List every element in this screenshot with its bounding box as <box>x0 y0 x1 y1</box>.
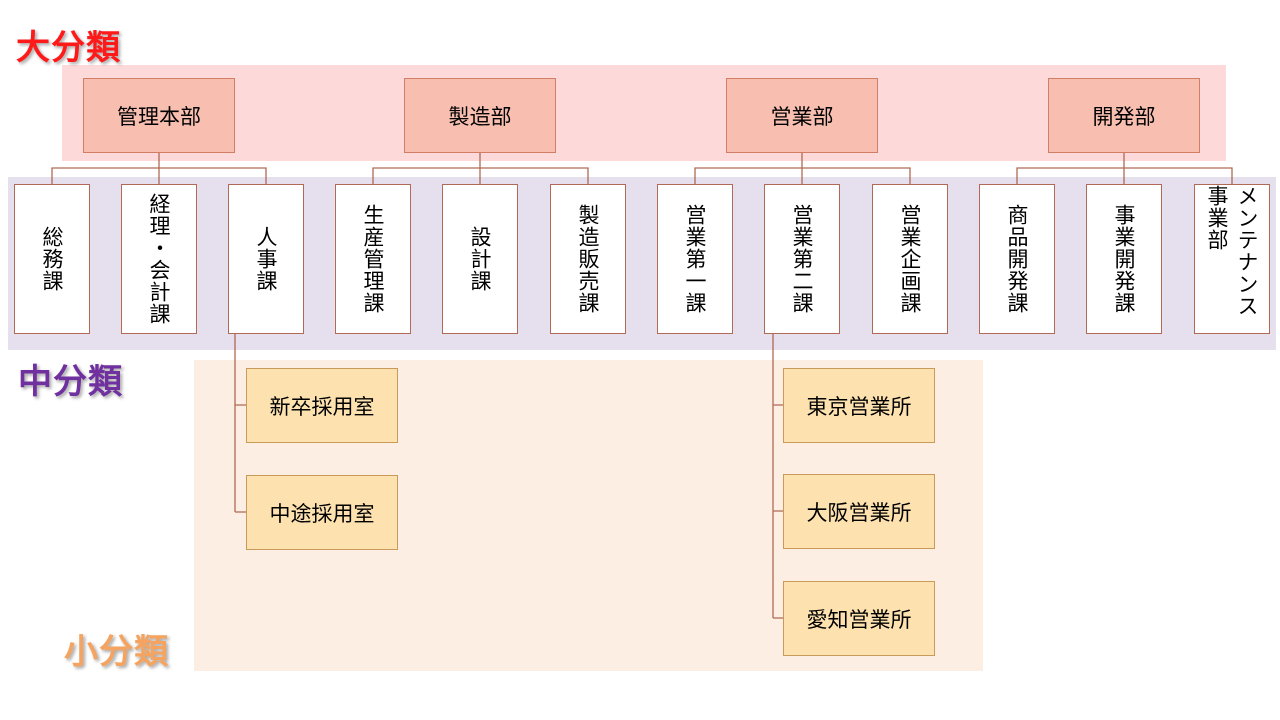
section-design: 設計課 <box>442 184 518 334</box>
section-label: 商品開発課 <box>1005 204 1029 314</box>
major-category-label: 大分類 <box>16 28 121 68</box>
section-sales-planning: 営業企画課 <box>872 184 948 334</box>
section-label: 営業第一課 <box>683 204 707 314</box>
section-label: メンテナンス事業部 <box>1205 185 1259 317</box>
section-hr: 人事課 <box>228 184 304 334</box>
section-production-control: 生産管理課 <box>335 184 411 334</box>
section-label: 製造販売課 <box>576 204 600 314</box>
section-sales-1: 営業第一課 <box>657 184 733 334</box>
section-sales-2: 営業第二課 <box>764 184 840 334</box>
unit-mid-career-recruiting: 中途採用室 <box>246 475 398 550</box>
middle-category-label: 中分類 <box>18 362 123 402</box>
section-label: 人事課 <box>254 226 278 292</box>
section-accounting: 経理・会計課 <box>121 184 197 334</box>
section-label: 経理・会計課 <box>147 193 171 325</box>
major-category-band <box>62 65 1226 161</box>
dept-sales: 営業部 <box>726 78 878 153</box>
unit-osaka-office: 大阪営業所 <box>783 474 935 549</box>
section-maintenance: メンテナンス事業部 <box>1194 184 1270 334</box>
section-label: 事業開発課 <box>1112 204 1136 314</box>
middle-category-band <box>8 177 1276 350</box>
unit-tokyo-office: 東京営業所 <box>783 368 935 443</box>
section-label: 営業第二課 <box>790 204 814 314</box>
dept-manufacturing: 製造部 <box>404 78 556 153</box>
section-label: 総務課 <box>40 226 64 292</box>
section-manufacturing-sales: 製造販売課 <box>550 184 626 334</box>
section-label: 設計課 <box>468 226 492 292</box>
minor-category-label: 小分類 <box>64 632 169 672</box>
section-general-affairs: 総務課 <box>14 184 90 334</box>
dept-admin-hq: 管理本部 <box>83 78 235 153</box>
unit-aichi-office: 愛知営業所 <box>783 581 935 656</box>
section-product-development: 商品開発課 <box>979 184 1055 334</box>
section-label: 生産管理課 <box>361 204 385 314</box>
section-label: 営業企画課 <box>898 204 922 314</box>
section-business-development: 事業開発課 <box>1086 184 1162 334</box>
dept-development: 開発部 <box>1048 78 1200 153</box>
unit-new-grad-recruiting: 新卒採用室 <box>246 368 398 443</box>
